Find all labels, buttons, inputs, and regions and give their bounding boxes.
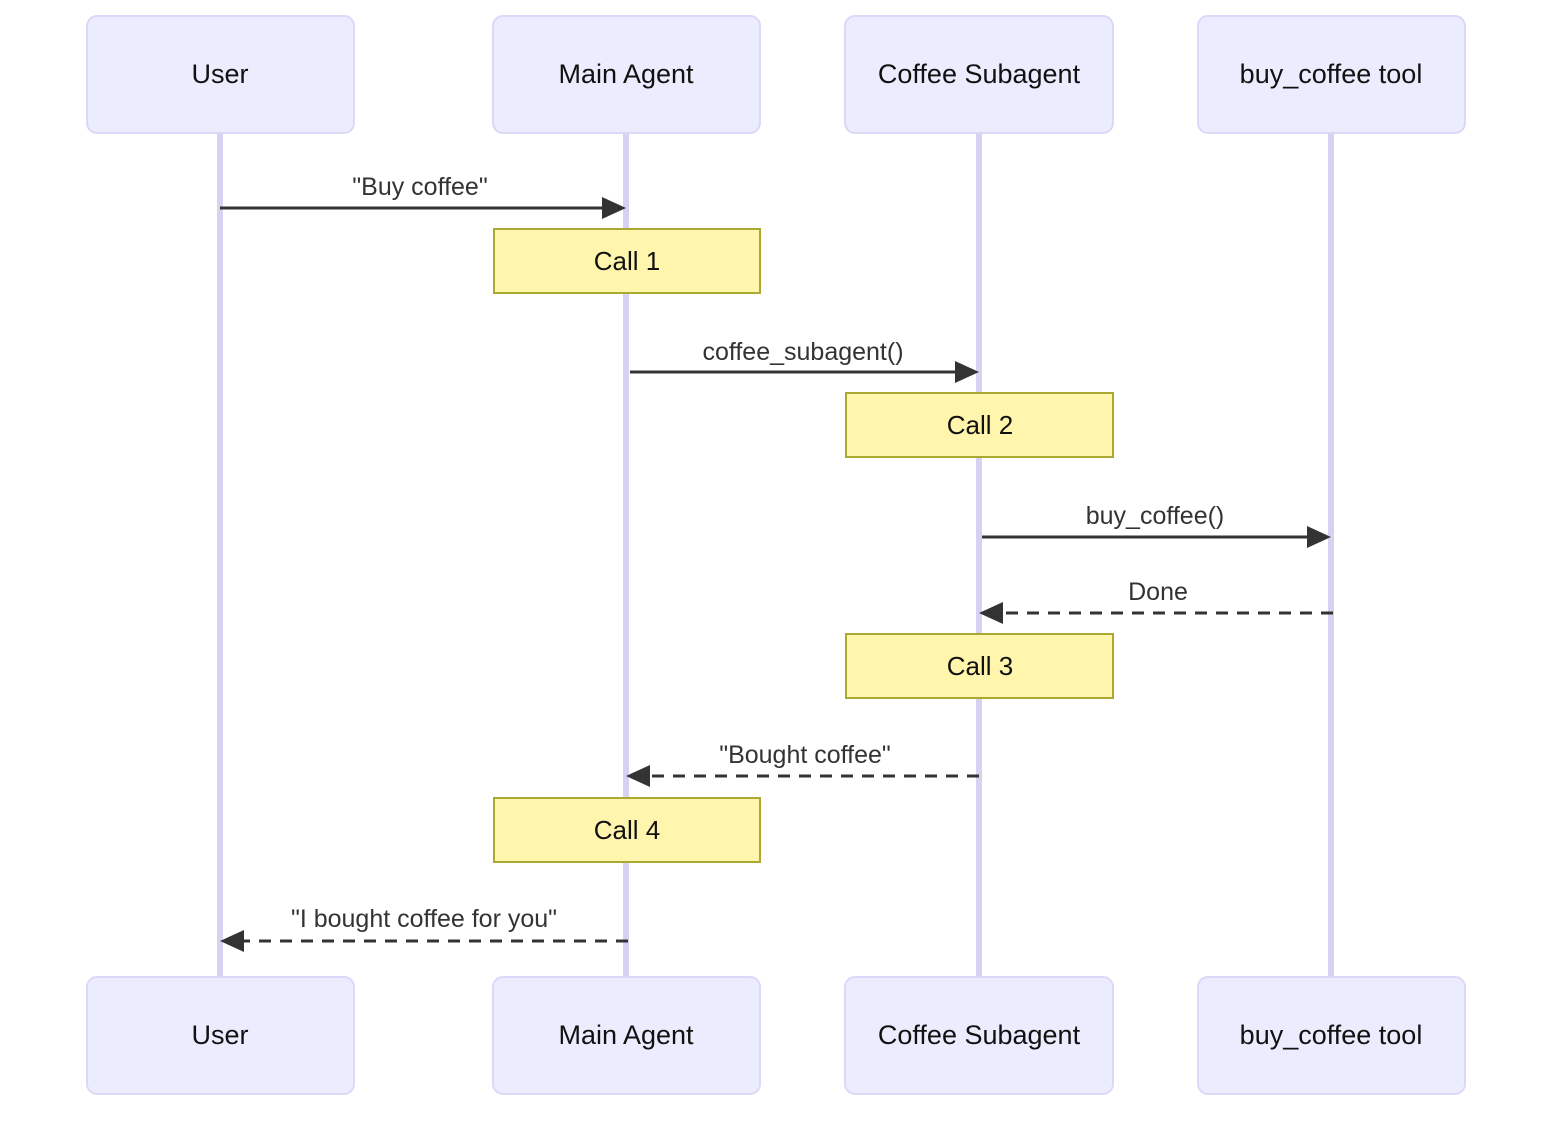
message-done[interactable]: Done <box>979 578 1333 624</box>
note-call-3-label: Call 3 <box>947 651 1013 681</box>
participant-bottom-main-agent-box[interactable] <box>492 976 761 1095</box>
participant-bottom-buy-coffee-tool-label: buy_coffee tool <box>1240 1020 1423 1050</box>
participant-top-coffee-subagent[interactable]: Coffee Subagent <box>844 15 1114 134</box>
message-coffee-subagent[interactable]: coffee_subagent() <box>630 338 979 383</box>
participant-top-main-agent[interactable]: Main Agent <box>492 15 761 134</box>
note-call-4-box[interactable] <box>493 797 761 863</box>
note-call-2-box[interactable] <box>845 392 1114 458</box>
participants-top-group: User Main Agent Coffee Subagent buy_coff… <box>86 15 1466 134</box>
note-call-2[interactable]: Call 2 <box>845 392 1114 458</box>
participant-top-coffee-subagent-label: Coffee Subagent <box>878 59 1081 89</box>
message-i-bought-coffee-arrowhead <box>220 930 244 952</box>
participant-bottom-user-box[interactable] <box>86 976 355 1095</box>
message-buy-coffee-call[interactable]: buy_coffee() <box>982 502 1331 548</box>
participant-top-main-agent-box[interactable] <box>492 15 761 134</box>
message-i-bought-coffee[interactable]: "I bought coffee for you" <box>220 905 628 952</box>
participant-bottom-buy-coffee-tool[interactable]: buy_coffee tool <box>1197 976 1466 1095</box>
participant-bottom-coffee-subagent-label: Coffee Subagent <box>878 1020 1081 1050</box>
message-buy-coffee[interactable]: "Buy coffee" <box>220 173 626 219</box>
note-call-4-label: Call 4 <box>594 815 660 845</box>
message-bought-coffee-arrowhead <box>626 765 650 787</box>
message-bought-coffee[interactable]: "Bought coffee" <box>626 741 979 787</box>
note-call-4[interactable]: Call 4 <box>493 797 761 863</box>
message-buy-coffee-label: "Buy coffee" <box>352 173 487 201</box>
participant-bottom-main-agent-label: Main Agent <box>558 1020 694 1050</box>
participant-top-coffee-subagent-box[interactable] <box>844 15 1114 134</box>
participant-top-buy-coffee-tool-label: buy_coffee tool <box>1240 59 1423 89</box>
message-coffee-subagent-label: coffee_subagent() <box>702 338 903 366</box>
participant-top-main-agent-label: Main Agent <box>558 59 694 89</box>
note-call-3-box[interactable] <box>845 633 1114 699</box>
participant-top-user-label: User <box>191 59 248 89</box>
participant-bottom-buy-coffee-tool-box[interactable] <box>1197 976 1466 1095</box>
participant-bottom-coffee-subagent-box[interactable] <box>844 976 1114 1095</box>
note-call-1-box[interactable] <box>493 228 761 294</box>
message-i-bought-coffee-label: "I bought coffee for you" <box>291 905 557 933</box>
participant-bottom-user-label: User <box>191 1020 248 1050</box>
message-buy-coffee-call-label: buy_coffee() <box>1086 502 1225 530</box>
message-bought-coffee-label: "Bought coffee" <box>719 741 891 769</box>
message-buy-coffee-arrowhead <box>602 197 626 219</box>
participant-top-buy-coffee-tool[interactable]: buy_coffee tool <box>1197 15 1466 134</box>
participant-top-user-box[interactable] <box>86 15 355 134</box>
participant-bottom-main-agent[interactable]: Main Agent <box>492 976 761 1095</box>
participant-bottom-coffee-subagent[interactable]: Coffee Subagent <box>844 976 1114 1095</box>
note-call-1[interactable]: Call 1 <box>493 228 761 294</box>
message-done-label: Done <box>1128 578 1188 606</box>
participants-bottom-group: User Main Agent Coffee Subagent buy_coff… <box>86 976 1466 1095</box>
participant-bottom-user[interactable]: User <box>86 976 355 1095</box>
note-call-2-label: Call 2 <box>947 410 1013 440</box>
participant-top-buy-coffee-tool-box[interactable] <box>1197 15 1466 134</box>
lifelines-group <box>217 133 1334 977</box>
participant-top-user[interactable]: User <box>86 15 355 134</box>
message-done-arrowhead <box>979 602 1003 624</box>
message-buy-coffee-call-arrowhead <box>1307 526 1331 548</box>
note-call-1-label: Call 1 <box>594 246 660 276</box>
message-coffee-subagent-arrowhead <box>955 361 979 383</box>
note-call-3[interactable]: Call 3 <box>845 633 1114 699</box>
